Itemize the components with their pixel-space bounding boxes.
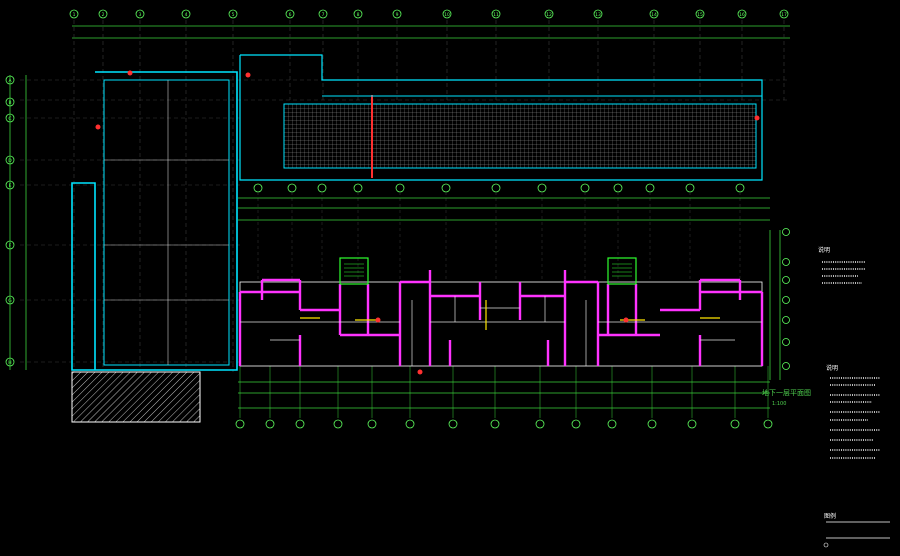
hatched-area [71, 371, 201, 423]
axis-bubble-top-9 [392, 9, 402, 19]
axis-bubble-right-3 [782, 276, 790, 284]
right-axis-bubbles [782, 228, 790, 370]
axis-bubble-top-5 [228, 9, 238, 19]
axis-bubble-top-7 [318, 9, 328, 19]
notes-heading-2: 说明 [826, 364, 838, 372]
left-dimension-lines [9, 75, 27, 370]
axis-bubble-right-2 [782, 258, 790, 266]
axis-label-top-1: 1 [73, 12, 76, 18]
axis-bubble-bottom [687, 419, 697, 429]
axis-label-top-8: 8 [357, 12, 360, 18]
axis-label-top-4: 4 [185, 12, 188, 18]
axis-bubble-bottom [647, 419, 657, 429]
axis-bubble-top-6 [285, 9, 295, 19]
axis-bubble-top-16 [737, 9, 747, 19]
axis-bubble-right-4 [782, 296, 790, 304]
axis-bubble-top-14 [649, 9, 659, 19]
axis-bubble-top-12 [544, 9, 554, 19]
mid-axis-bubbles [253, 183, 745, 282]
axis-bubble-top-17 [779, 9, 789, 19]
axis-bubble-top-8 [353, 9, 363, 19]
axis-bubble-top-15 [695, 9, 705, 19]
axis-bubble-bottom [235, 419, 245, 429]
axis-bubble-bottom [295, 419, 305, 429]
notes-panel-2: 说明 [826, 364, 880, 459]
axis-label-top-5: 5 [232, 12, 235, 18]
axis-label-top-17: 17 [781, 12, 787, 18]
axis-bubble-top-11 [491, 9, 501, 19]
bottom-axis-bubbles [235, 366, 773, 429]
axis-label-top-2: 2 [102, 12, 105, 18]
drawing-title: 地下一层平面图 [762, 388, 811, 397]
axis-bubble-top-10 [442, 9, 452, 19]
axis-bubble-bottom [730, 419, 740, 429]
axis-bubble-right-7 [782, 362, 790, 370]
axis-label-top-9: 9 [396, 12, 399, 18]
stair-core-left [339, 257, 369, 285]
axis-label-top-6: 6 [289, 12, 292, 18]
bottom-dimension-lines [238, 230, 781, 409]
axis-label-top-10: 10 [444, 12, 450, 18]
axis-bubble-bottom [367, 419, 377, 429]
axis-bubble-bottom [490, 419, 500, 429]
axis-bubble-top-13 [593, 9, 603, 19]
axis-bubble-bottom [265, 419, 275, 429]
axis-bubble-bottom [448, 419, 458, 429]
main-building [238, 257, 764, 367]
mid-dimension-lines [238, 197, 770, 221]
axis-bubble-right-6 [782, 338, 790, 346]
left-block-inner-lines [104, 80, 229, 365]
axis-bubble-top-1 [69, 9, 79, 19]
notes-heading-1: 说明 [818, 246, 830, 254]
axis-bubble-right-5 [782, 316, 790, 324]
left-block-outline [71, 71, 238, 371]
axis-bubble-top-3 [135, 9, 145, 19]
axis-bubble-bottom [571, 419, 581, 429]
axis-label-top-13: 13 [595, 12, 601, 18]
axis-label-top-16: 16 [739, 12, 745, 18]
red-markers [95, 70, 760, 375]
top-axis-grid [72, 25, 790, 39]
axis-label-top-3: 3 [139, 12, 142, 18]
legend-heading: 图例 [824, 512, 836, 520]
stair-core-right [607, 257, 637, 285]
axis-bubble-bottom [405, 419, 415, 429]
axis-label-left-A: A [8, 78, 12, 84]
axis-bubble-top-2 [98, 9, 108, 19]
axis-label-top-12: 12 [546, 12, 552, 18]
drawing-scale: 1:100 [772, 401, 786, 407]
upper-mesh-strip [239, 54, 763, 181]
axis-label-top-15: 15 [697, 12, 703, 18]
axis-bubble-right-1 [782, 228, 790, 236]
notes-panel-1: 说明 [818, 246, 866, 284]
axis-bubble-top-4 [181, 9, 191, 19]
axis-label-top-7: 7 [322, 12, 325, 18]
axis-bubble-bottom [607, 419, 617, 429]
drawing-title-block: 地下一层平面图 1:100 [762, 388, 811, 407]
axis-label-top-14: 14 [651, 12, 657, 18]
axis-bubble-bottom [535, 419, 545, 429]
axis-label-top-11: 11 [493, 12, 499, 18]
legend-panel: 图例 [823, 512, 890, 548]
axis-bubble-bottom [763, 419, 773, 429]
vertical-axis-lines [73, 20, 785, 372]
axis-bubble-bottom [333, 419, 343, 429]
